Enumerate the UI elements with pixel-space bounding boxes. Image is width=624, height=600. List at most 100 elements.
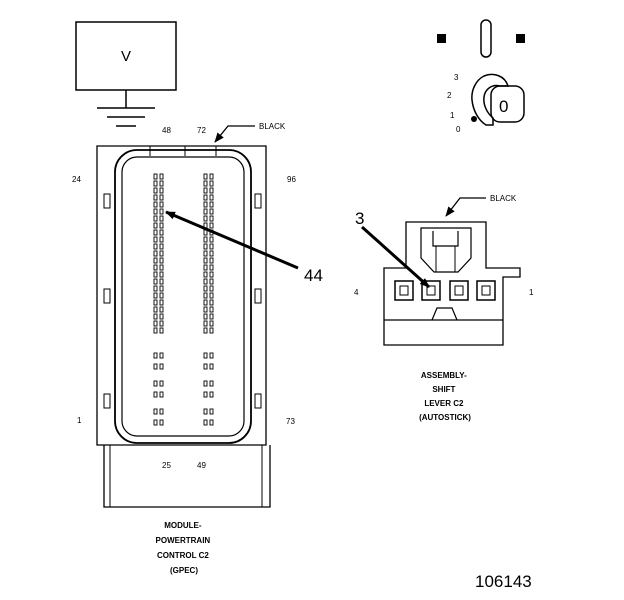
pcm-pin-cavity bbox=[153, 257, 158, 264]
pcm-pin-cavity bbox=[209, 419, 214, 426]
pcm-pin-cavity bbox=[159, 327, 164, 334]
pcm-pin-cavity bbox=[203, 271, 208, 278]
pcm-pin-cavity bbox=[203, 313, 208, 320]
pcm-pin-cavity bbox=[159, 194, 164, 201]
shift-pin-label-4: 4 bbox=[354, 288, 359, 297]
voltmeter-symbol: V bbox=[75, 21, 177, 127]
pcm-pin-cavity bbox=[159, 222, 164, 229]
pcm-pin-cavity bbox=[153, 180, 158, 187]
pcm-pin-cavity bbox=[203, 278, 208, 285]
pcm-pin-label-49: 49 bbox=[197, 461, 206, 470]
svg-text:0: 0 bbox=[456, 125, 461, 134]
pcm-pin-cavity bbox=[203, 194, 208, 201]
shift-callout-arrow bbox=[360, 225, 431, 289]
pcm-pin-cavity bbox=[159, 271, 164, 278]
pcm-pin-cavity bbox=[159, 285, 164, 292]
pcm-pin-cavity bbox=[153, 215, 158, 222]
pcm-pin-cavity bbox=[203, 352, 208, 359]
shift-caption: ASSEMBLY- SHIFT LEVER C2 (AUTOSTICK) bbox=[419, 371, 471, 422]
pcm-pin-cavity bbox=[159, 180, 164, 187]
pcm-pin-cavity bbox=[153, 285, 158, 292]
pcm-pin-label-24: 24 bbox=[72, 175, 81, 184]
pcm-pin-cavity bbox=[209, 222, 214, 229]
pcm-pin-cavity bbox=[209, 271, 214, 278]
svg-text:0: 0 bbox=[499, 97, 508, 116]
voltmeter-label: V bbox=[121, 48, 131, 65]
pcm-pin-cavity bbox=[159, 299, 164, 306]
shift-color-label: BLACK bbox=[490, 194, 517, 203]
pcm-pin-cavity bbox=[153, 292, 158, 299]
pcm-pin-cavity bbox=[209, 408, 214, 415]
pcm-connector: 48 72 24 96 1 73 25 49 BLACK 44 MODULE- … bbox=[72, 122, 323, 575]
pcm-pin-cavity bbox=[209, 313, 214, 320]
shift-lever-connector: 4 1 BLACK 3 ASSEMBLY- SHIFT LEVER C2 (AU… bbox=[354, 194, 534, 422]
pcm-pin-cavity bbox=[203, 236, 208, 243]
pcm-pin-cavity bbox=[159, 391, 164, 398]
pcm-pin-cavity bbox=[153, 306, 158, 313]
pcm-pin-cavity bbox=[159, 313, 164, 320]
shift-connector-latch bbox=[420, 227, 472, 273]
pcm-pin-cavity bbox=[153, 264, 158, 271]
pcm-pin-cavity bbox=[159, 292, 164, 299]
pcm-pin-cavity bbox=[209, 391, 214, 398]
pcm-pin-cavity bbox=[159, 208, 164, 215]
pcm-pin-cavity bbox=[153, 352, 158, 359]
pcm-pin-cavity bbox=[153, 278, 158, 285]
pcm-pin-cavity bbox=[159, 408, 164, 415]
pcm-pin-cavity bbox=[159, 264, 164, 271]
ignition-switch-symbol: 0 3 2 1 0 bbox=[437, 19, 525, 134]
pcm-pin-cavity bbox=[209, 180, 214, 187]
shift-connector-body bbox=[383, 221, 521, 346]
pcm-pin-cavity bbox=[159, 229, 164, 236]
pcm-pin-cavity bbox=[209, 327, 214, 334]
pcm-pin-cavity bbox=[153, 229, 158, 236]
pcm-pin-cavity bbox=[153, 236, 158, 243]
pcm-connector-seal bbox=[121, 156, 245, 437]
pcm-color-label: BLACK bbox=[259, 122, 286, 131]
pcm-pin-cavity bbox=[159, 320, 164, 327]
pcm-pin-cavity bbox=[153, 243, 158, 250]
pcm-pin-cavity bbox=[159, 215, 164, 222]
key-slot-left bbox=[437, 34, 446, 43]
pcm-pin-cavity bbox=[153, 327, 158, 334]
pcm-pin-cavity bbox=[153, 187, 158, 194]
pcm-pin-cavity bbox=[153, 250, 158, 257]
pcm-pin-cavity bbox=[153, 208, 158, 215]
pcm-pin-cavity bbox=[203, 327, 208, 334]
key-slot bbox=[480, 19, 492, 58]
svg-text:2: 2 bbox=[447, 91, 452, 100]
pcm-pin-cavity bbox=[209, 236, 214, 243]
key-slot-right bbox=[516, 34, 525, 43]
pcm-pin-label-48: 48 bbox=[162, 126, 171, 135]
pcm-pin-cavity bbox=[153, 222, 158, 229]
pcm-pin-cavity bbox=[203, 201, 208, 208]
pcm-pin-cavity bbox=[203, 285, 208, 292]
pcm-pin-cavity bbox=[203, 292, 208, 299]
pcm-pin-cavity bbox=[209, 299, 214, 306]
pcm-pin-cavity bbox=[159, 363, 164, 370]
pcm-pin-cavity bbox=[159, 278, 164, 285]
pcm-pin-cavity bbox=[203, 419, 208, 426]
pcm-pin-cavity bbox=[153, 320, 158, 327]
shift-callout-number: 3 bbox=[355, 209, 364, 228]
pcm-pin-cavity bbox=[159, 352, 164, 359]
pcm-pin-cavity bbox=[203, 243, 208, 250]
pcm-pin-cavity bbox=[209, 243, 214, 250]
pcm-callout-arrow bbox=[165, 210, 299, 270]
pcm-pin-cavity bbox=[203, 180, 208, 187]
pcm-pin-cavity bbox=[203, 173, 208, 180]
pcm-pin-cavity bbox=[203, 299, 208, 306]
pcm-pin-cavity bbox=[209, 285, 214, 292]
pcm-pin-label-73: 73 bbox=[286, 417, 295, 426]
shift-pin-label-1: 1 bbox=[529, 288, 534, 297]
pcm-pin-cavity bbox=[159, 173, 164, 180]
pcm-pin-cavity bbox=[203, 187, 208, 194]
pcm-callout-number: 44 bbox=[304, 266, 323, 285]
pcm-pin-cavity bbox=[209, 201, 214, 208]
pcm-pin-cavity bbox=[209, 208, 214, 215]
pcm-pin-label-25: 25 bbox=[162, 461, 171, 470]
pcm-pin-cavity bbox=[159, 306, 164, 313]
pcm-pin-cavity bbox=[153, 363, 158, 370]
pcm-pin-cavity bbox=[203, 306, 208, 313]
pcm-pin-cavity bbox=[209, 264, 214, 271]
